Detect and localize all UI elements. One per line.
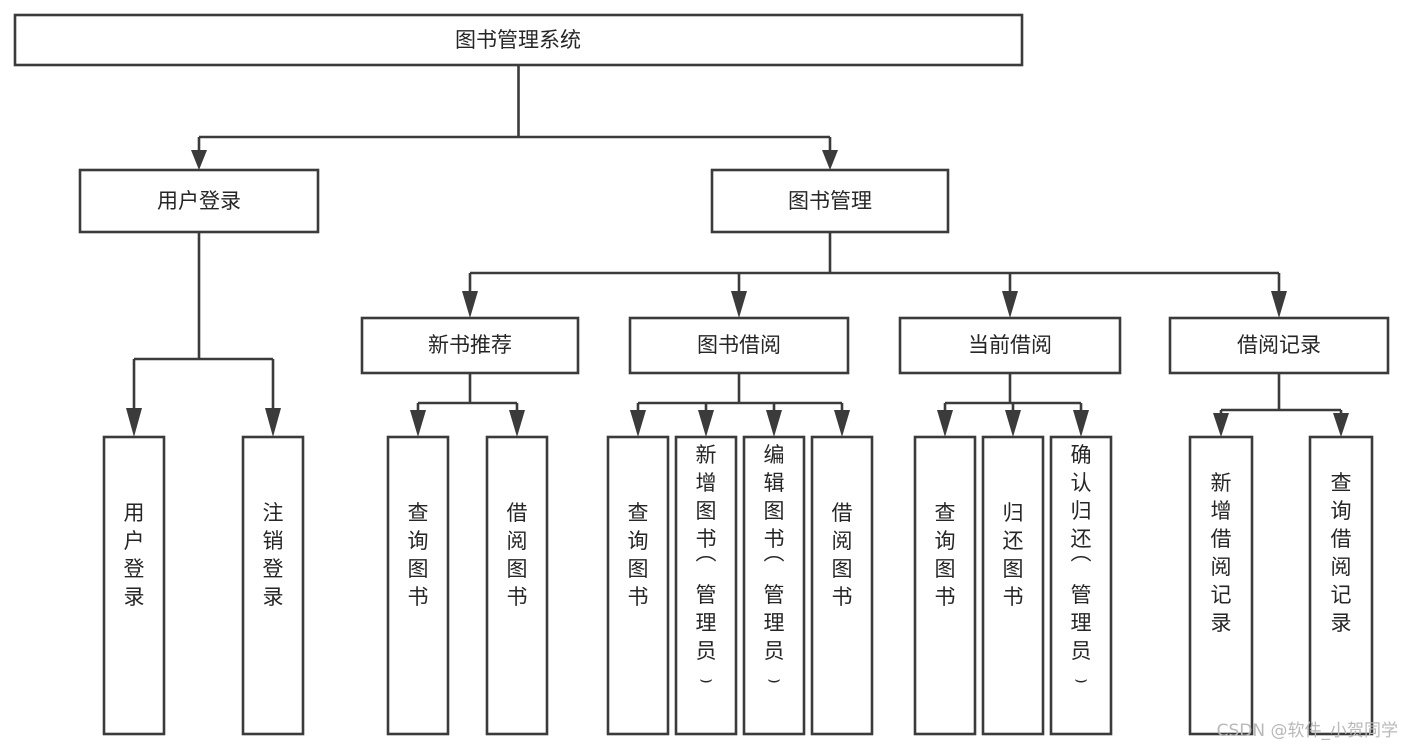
arrow-head-leaf-user-login: [126, 408, 142, 437]
node-leaf-add-book-box[interactable]: [674, 435, 738, 736]
node-user-login-box[interactable]: [78, 168, 320, 234]
csdn-watermark: CSDN @软件_小贺同学: [1217, 721, 1398, 741]
node-borrow-record-box[interactable]: [1168, 316, 1390, 375]
node-root-box[interactable]: [13, 13, 1024, 67]
node-leaf-query-book-3-box[interactable]: [913, 435, 977, 736]
connector-group-root-to-level2: [191, 65, 838, 170]
node-leaf-return-book-box[interactable]: [981, 435, 1045, 736]
node-current-borrow[interactable]: 当前借阅: [898, 316, 1122, 375]
arrow-head-leaf-query-book-2: [630, 410, 646, 437]
connector-group-book-manage-to-level3: [462, 232, 1287, 318]
node-leaf-confirm-return-label: 确认归还⌒管理员⌣: [1071, 443, 1092, 691]
node-borrow-record-label: 借阅记录: [1237, 333, 1321, 357]
arrow-head-new-book-rec: [462, 291, 478, 318]
arrow-head-leaf-query-book-3: [937, 410, 953, 437]
node-leaf-edit-book-box[interactable]: [742, 435, 806, 736]
node-leaf-logout-label: 注销登录: [263, 501, 284, 609]
connector-group-book-borrow-to-leaves: [630, 373, 850, 437]
node-book-borrow-label: 图书借阅: [697, 333, 781, 357]
node-leaf-query-record[interactable]: 查询借阅记录: [1308, 435, 1374, 736]
arrow-head-leaf-add-record: [1213, 413, 1229, 437]
node-leaf-logout-box[interactable]: [241, 435, 305, 736]
node-leaf-query-book-1-box[interactable]: [386, 435, 450, 736]
node-new-book-rec-label: 新书推荐: [428, 333, 512, 357]
arrow-head-leaf-edit-book: [766, 410, 782, 437]
node-leaf-query-book-2-label: 查询图书: [628, 501, 649, 609]
node-book-borrow-box[interactable]: [628, 316, 850, 375]
arrow-head-user-login: [191, 150, 207, 170]
node-current-borrow-box[interactable]: [898, 316, 1122, 375]
node-leaf-query-book-3-label: 查询图书: [935, 501, 956, 609]
node-leaf-add-book[interactable]: 新增图书⌒管理员⌣: [674, 435, 738, 736]
node-user-login[interactable]: 用户登录: [78, 168, 320, 234]
arrow-head-book-borrow: [731, 291, 747, 318]
node-root[interactable]: 图书管理系统: [13, 13, 1024, 67]
node-book-manage-box[interactable]: [710, 168, 950, 234]
arrow-head-leaf-add-book: [698, 410, 714, 437]
node-current-borrow-label: 当前借阅: [968, 333, 1052, 357]
arrow-head-leaf-borrow-book-1: [509, 410, 525, 437]
node-leaf-query-book-3[interactable]: 查询图书: [913, 435, 977, 736]
arrow-head-current-borrow: [1002, 291, 1018, 318]
node-new-book-rec-box[interactable]: [360, 316, 580, 375]
node-user-login-label: 用户登录: [157, 189, 241, 213]
node-leaf-edit-book-label: 编辑图书⌒管理员⌣: [764, 443, 785, 691]
node-root-label: 图书管理系统: [455, 28, 581, 52]
node-leaf-query-book-1[interactable]: 查询图书: [386, 435, 450, 736]
node-leaf-query-book-1-label: 查询图书: [408, 501, 429, 609]
node-leaf-add-record-label: 新增借阅记录: [1211, 471, 1232, 635]
node-leaf-query-record-box[interactable]: [1308, 435, 1374, 736]
arrow-head-borrow-record: [1271, 291, 1287, 318]
node-borrow-record[interactable]: 借阅记录: [1168, 316, 1390, 375]
node-leaf-borrow-book-1-box[interactable]: [485, 435, 549, 736]
node-new-book-rec[interactable]: 新书推荐: [360, 316, 580, 375]
node-leaf-borrow-book-2[interactable]: 借阅图书: [810, 435, 874, 736]
node-leaf-return-book[interactable]: 归还图书: [981, 435, 1045, 736]
arrow-head-leaf-borrow-book-2: [834, 410, 850, 437]
connector-group-new-book-rec-to-leaves: [410, 373, 525, 437]
node-leaf-borrow-book-2-label: 借阅图书: [832, 501, 853, 609]
arrow-head-leaf-query-record: [1333, 413, 1349, 437]
node-leaf-user-login-label: 用户登录: [124, 501, 145, 609]
node-leaf-user-login[interactable]: 用户登录: [102, 435, 166, 736]
node-leaf-logout[interactable]: 注销登录: [241, 435, 305, 736]
node-leaf-add-book-label: 新增图书⌒管理员⌣: [696, 443, 717, 691]
node-leaf-query-book-2-box[interactable]: [606, 435, 670, 736]
connector-group-user-login-to-leaves: [126, 232, 281, 437]
node-leaf-edit-book[interactable]: 编辑图书⌒管理员⌣: [742, 435, 806, 736]
node-leaf-confirm-return[interactable]: 确认归还⌒管理员⌣: [1049, 435, 1113, 736]
node-leaf-confirm-return-box[interactable]: [1049, 435, 1113, 736]
connector-group-current-borrow-to-leaves: [937, 373, 1089, 437]
node-book-manage[interactable]: 图书管理: [710, 168, 950, 234]
connector-group-borrow-record-to-leaves: [1213, 373, 1349, 437]
node-leaf-add-record-box[interactable]: [1188, 435, 1254, 736]
arrow-head-leaf-query-book-1: [410, 410, 426, 437]
arrow-head-book-manage: [822, 150, 838, 170]
node-leaf-return-book-label: 归还图书: [1003, 501, 1024, 609]
node-leaf-query-book-2[interactable]: 查询图书: [606, 435, 670, 736]
node-leaf-user-login-box[interactable]: [102, 435, 166, 736]
arrow-head-leaf-logout: [265, 408, 281, 437]
node-book-borrow[interactable]: 图书借阅: [628, 316, 850, 375]
node-leaf-add-record[interactable]: 新增借阅记录: [1188, 435, 1254, 736]
node-leaf-query-record-label: 查询借阅记录: [1331, 471, 1352, 635]
node-leaf-borrow-book-1-label: 借阅图书: [507, 501, 528, 609]
arrow-head-leaf-confirm-return: [1073, 410, 1089, 437]
node-leaf-borrow-book-2-box[interactable]: [810, 435, 874, 736]
arrow-head-leaf-return-book: [1005, 410, 1021, 437]
node-book-manage-label: 图书管理: [788, 189, 872, 213]
node-leaf-borrow-book-1[interactable]: 借阅图书: [485, 435, 549, 736]
